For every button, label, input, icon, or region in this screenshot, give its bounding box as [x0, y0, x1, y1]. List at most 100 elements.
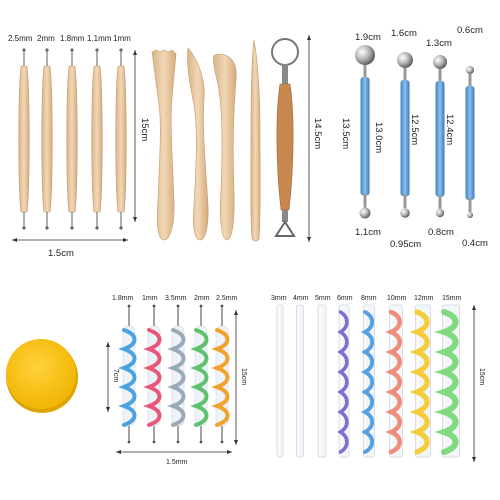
steel-ball [397, 52, 413, 68]
twist-stripe [190, 328, 209, 427]
rod-twist-stripe [385, 309, 402, 455]
blue-handle [400, 80, 410, 197]
wood-handle [91, 65, 103, 213]
wood-tip-size-label: 1mm [113, 34, 131, 43]
rod-size-label: 10mm [387, 295, 407, 302]
twist-width-dimension: 1.5mm [116, 450, 232, 466]
steel-ball [435, 208, 445, 218]
carving-tools [151, 38, 299, 242]
rod-size-label: 4mm [293, 295, 309, 302]
wood-dotting-tip-labels: 2.5mm 2mm 1.8mm 1.1mm 1mm [8, 34, 131, 43]
twist-tip-size-label: 2mm [194, 295, 210, 302]
rod-size-label: 3mm [271, 295, 287, 302]
metal-shaft [403, 68, 407, 82]
blue-handle [465, 86, 475, 200]
rod-highlight [278, 307, 280, 455]
tip-ball [176, 304, 180, 308]
twist-stripe [118, 328, 137, 427]
tip-ball [199, 440, 203, 444]
wood-length-dimension: 15cm [133, 50, 150, 222]
knife-carving-tool [187, 47, 209, 241]
rod-highlight [365, 307, 367, 455]
ball-top-size-labels: 1.9cm 1.6cm 1.3cm 0.6cm [355, 25, 483, 49]
ball-length-label: 13.0cm [373, 122, 384, 153]
wood-dotting-tools [18, 48, 127, 230]
ball-stylus-tools [355, 45, 475, 219]
wood-width-dimension: 1.5cm [12, 238, 128, 259]
ball-top-size-label: 1.3cm [426, 38, 452, 49]
tip-ball [119, 48, 123, 52]
triangle-loop-end [274, 220, 296, 237]
ball-bottom-size-label: 1.1cm [355, 227, 381, 238]
steel-ball [466, 66, 474, 74]
yellow-sponge [6, 339, 78, 413]
wood-handle [66, 65, 78, 213]
carving-length-dimension: 14.5cm [307, 35, 323, 242]
ball-top-size-label: 0.6cm [457, 25, 483, 36]
rod-highlight [391, 307, 393, 455]
twist-width-label: 1.5mm [166, 459, 188, 466]
rod-size-labels: 3mm 4mm 5mm 6mm 8mm 10mm 12mm 15mm [271, 295, 462, 302]
sponge-dimension: 7cm [106, 342, 119, 412]
rod-highlight [319, 307, 321, 455]
metal-shaft [403, 194, 407, 209]
tip-ball [152, 304, 156, 308]
ball-length-label: 12.4cm [444, 114, 455, 145]
ball-length-label: 12.5cm [409, 114, 420, 145]
ball-length-labels: 13.5cm 13.0cm 12.5cm 12.4cm [340, 114, 455, 153]
ball-bottom-size-label: 0.8cm [428, 227, 454, 238]
metal-shaft [363, 65, 367, 79]
rod-twist-stripe [409, 309, 430, 455]
rod-length-dimension: 15cm [472, 305, 485, 462]
sponge-diameter-label: 7cm [112, 369, 119, 382]
clear-rod [296, 304, 304, 458]
twist-tip-labels: 1.8mm 1mm 3.5mm 2mm 2.5mm [112, 295, 238, 302]
twist-tip-size-label: 3.5mm [165, 295, 187, 302]
tip-ball [127, 304, 131, 308]
clear-rod [317, 304, 327, 458]
loop-ferrule-bottom [282, 210, 288, 222]
rod-size-label: 15mm [442, 295, 462, 302]
wood-handle [115, 65, 127, 213]
rod-highlight [340, 307, 342, 455]
rod-twist-stripe [434, 309, 459, 455]
tip-ball [70, 48, 74, 52]
ball-length-label: 13.5cm [340, 118, 351, 149]
steel-ball [433, 55, 447, 69]
wood-length-label: 15cm [139, 118, 150, 141]
steel-ball [359, 207, 371, 219]
rod-highlight [444, 307, 446, 455]
tip-ball [220, 304, 224, 308]
rod-twist-stripe [337, 310, 349, 454]
wood-width-label: 1.5cm [48, 248, 74, 259]
twist-dotting-tools [118, 304, 230, 444]
ball-bottom-size-label: 0.4cm [462, 238, 488, 249]
metal-shaft [363, 193, 367, 208]
metal-shaft [438, 69, 442, 83]
metal-shaft [468, 198, 472, 212]
needle-point-tool [250, 39, 261, 242]
wire-loop-end [271, 38, 299, 66]
tip-ball [119, 226, 123, 230]
tip-ball [22, 226, 26, 230]
rod-size-label: 12mm [414, 295, 434, 302]
tip-ball [95, 48, 99, 52]
carving-length-label: 14.5cm [312, 118, 323, 149]
tip-ball [127, 440, 131, 444]
wood-handle [41, 65, 53, 213]
twist-tip-size-label: 2.5mm [216, 295, 238, 302]
rod-size-label: 6mm [337, 295, 353, 302]
wood-handle [18, 65, 30, 213]
rod-highlight [417, 307, 419, 455]
rod-length-label: 15cm [478, 368, 485, 385]
tip-ball [45, 226, 49, 230]
ball-bottom-size-labels: 1.1cm 0.95cm 0.8cm 0.4cm [355, 227, 488, 250]
twist-length-dimension: 15cm [234, 310, 247, 445]
ball-top-size-label: 1.9cm [355, 32, 381, 43]
steel-ball [355, 45, 375, 65]
acrylic-rods [276, 304, 460, 458]
twist-stripe [167, 328, 186, 427]
tip-ball [22, 48, 26, 52]
